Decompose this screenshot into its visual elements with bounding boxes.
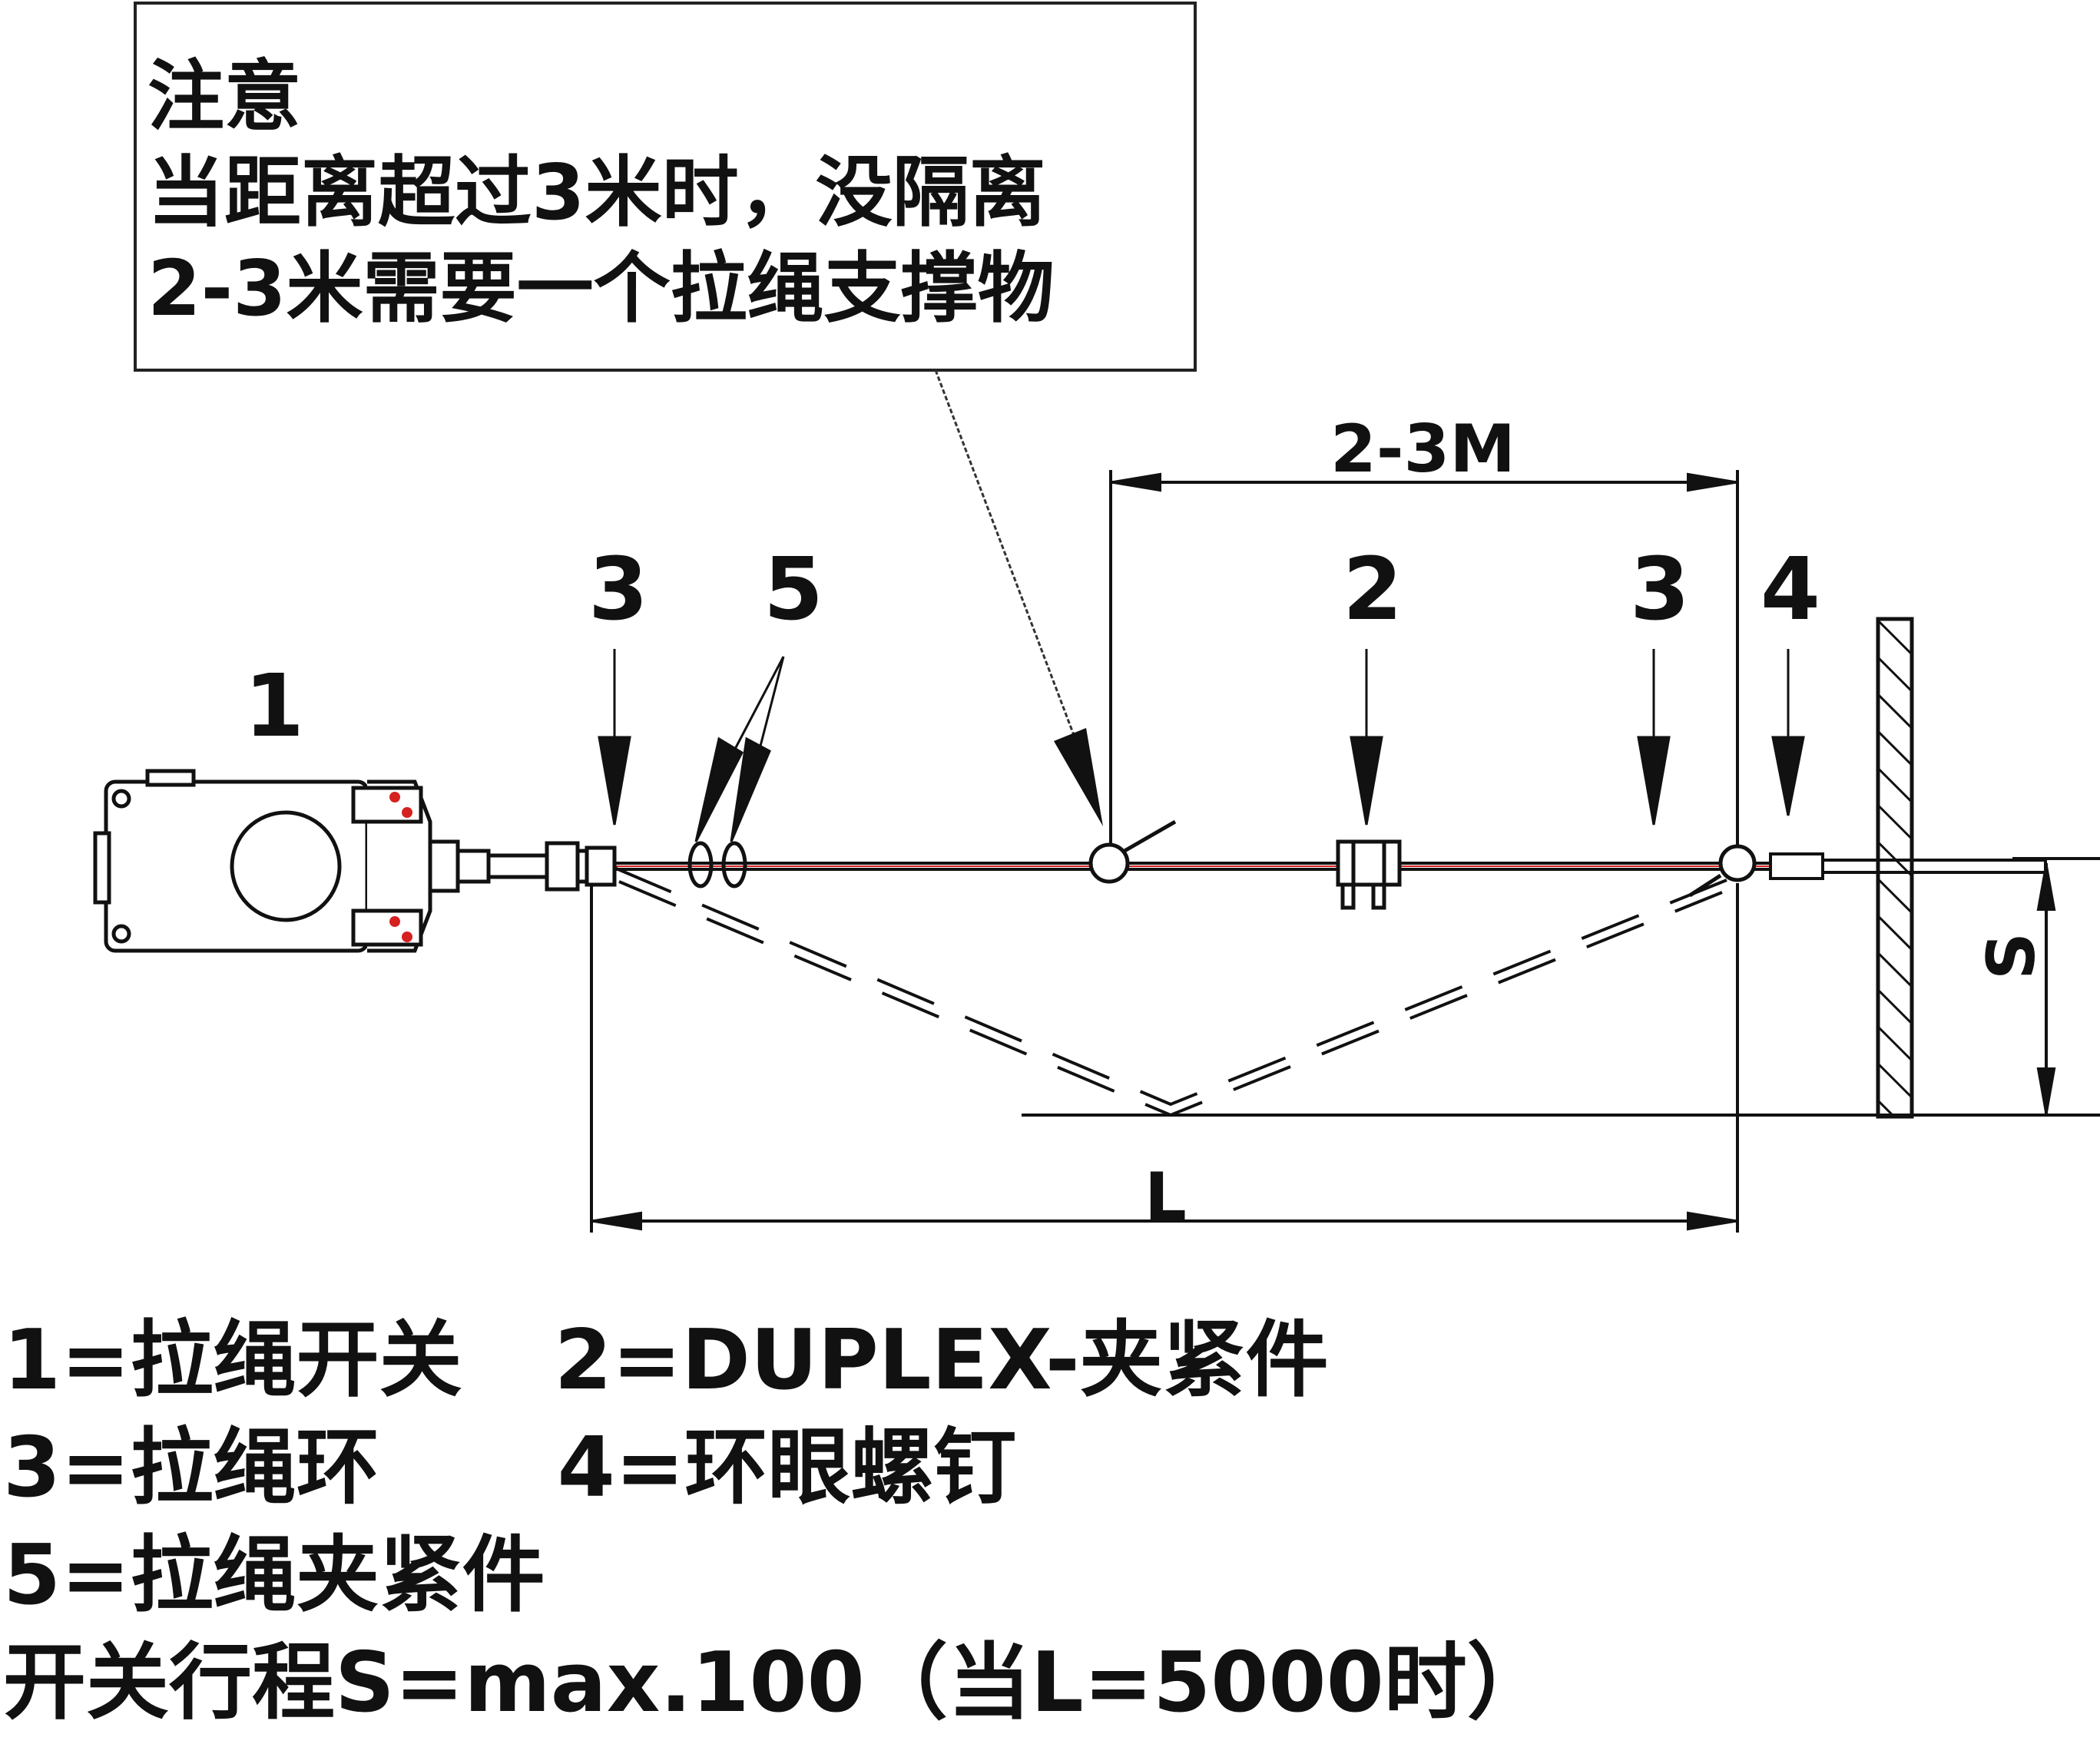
callout-ring-right: 3 [1630, 540, 1690, 640]
note-leader [934, 369, 1103, 826]
callout-clamp: 5 [763, 540, 823, 640]
legend-switch: 1=拉绳开关 [3, 1312, 462, 1408]
pull-rope-switch [93, 769, 612, 953]
dimension-length [590, 883, 1739, 1233]
rope-sag [614, 866, 1727, 1117]
legend-row-1: 1=拉绳开关 2=DUPLEX-夹紧件 [3, 1315, 1329, 1407]
label-spacing: 2-3M [1330, 411, 1515, 488]
legend-row-3: 5=拉绳夹紧件 [3, 1527, 545, 1623]
note-line-2: 2-3米需要一个拉绳支撑物 [147, 243, 1055, 333]
pointer-arrows [598, 649, 1805, 842]
callout-eye-bolt: 4 [1760, 540, 1820, 640]
rope-clamps [687, 841, 747, 889]
legend-ring: 3=拉绳环 [3, 1420, 379, 1516]
label-length: L [1144, 1159, 1187, 1236]
legend-row-2: 3=拉绳环 4=环眼螺钉 [3, 1422, 1016, 1514]
rope-ring-right [1688, 844, 1757, 898]
note-box: 注意 当距离超过3米时，没隔离 2-3米需要一个拉绳支撑物 [134, 2, 1197, 372]
callout-switch: 1 [244, 657, 304, 756]
callout-ring-left: 3 [588, 540, 648, 640]
note-line-1: 当距离超过3米时，没隔离 [147, 147, 1046, 237]
wall [1876, 617, 1914, 1119]
callout-duplex: 2 [1343, 540, 1403, 640]
duplex-clamp [1336, 839, 1402, 910]
dimension-2-3m [1109, 470, 1739, 845]
support-ring [1088, 819, 1177, 884]
legend-eye-bolt: 4=环眼螺钉 [557, 1420, 1017, 1516]
rope-ring-left [585, 846, 617, 887]
legend-row-4: 开关行程S=max.100（当L=5000时） [3, 1635, 1550, 1731]
legend-duplex: 2=DUPLEX-夹紧件 [554, 1312, 1329, 1408]
switch-indicator-lights [389, 792, 412, 942]
label-stroke: S [1973, 932, 2050, 980]
note-title: 注意 [147, 51, 301, 141]
dimension-stroke [2012, 857, 2100, 1115]
